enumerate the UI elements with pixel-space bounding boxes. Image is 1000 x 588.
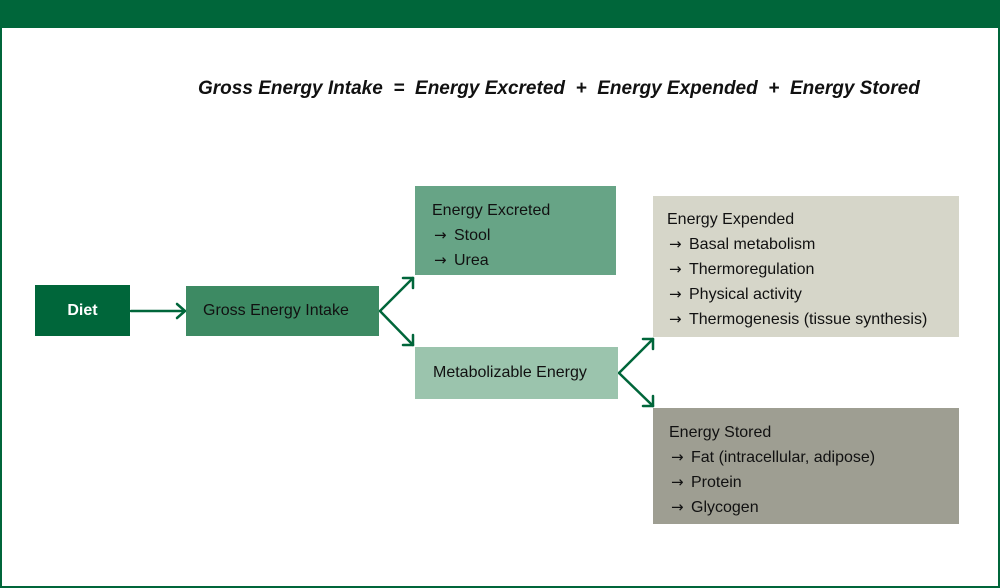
right-arrow-icon: →: [669, 260, 682, 278]
eq-plus: +: [768, 78, 780, 99]
metabolizable-energy-label: Metabolizable Energy: [433, 364, 587, 381]
item-label: Physical activity: [689, 286, 802, 303]
list-item: → Thermoregulation: [667, 257, 959, 282]
right-arrow-icon: →: [671, 473, 684, 491]
list-item: → Basal metabolism: [667, 232, 959, 257]
energy-equation: Gross Energy Intake = Energy Excreted + …: [198, 78, 920, 100]
list-item: → Urea: [432, 248, 616, 273]
right-arrow-icon: →: [671, 448, 684, 466]
list-item: → Thermogenesis (tissue synthesis): [667, 307, 959, 332]
diet-label: Diet: [67, 301, 98, 319]
right-arrow-icon: →: [671, 498, 684, 516]
eq-excreted: Energy Excreted: [415, 78, 565, 99]
right-arrow-icon: →: [669, 310, 682, 328]
eq-equals: =: [393, 78, 405, 99]
right-arrow-icon: →: [669, 235, 682, 253]
item-label: Fat (intracellular, adipose): [691, 449, 876, 466]
list-item: → Stool: [432, 223, 616, 248]
list-item: → Fat (intracellular, adipose): [669, 445, 959, 470]
energy-stored-box: Energy Stored → Fat (intracellular, adipo…: [653, 408, 959, 524]
list-item: → Protein: [669, 470, 959, 495]
arrow-gross-to-metabolizable: [378, 309, 415, 347]
energy-stored-title: Energy Stored: [669, 424, 772, 441]
energy-expended-box: Energy Expended → Basal metabolism → Therm…: [653, 196, 959, 337]
item-label: Stool: [454, 227, 491, 244]
right-arrow-icon: →: [434, 226, 447, 244]
item-label: Glycogen: [691, 499, 759, 516]
gross-energy-intake-label: Gross Energy Intake: [203, 302, 349, 319]
energy-expended-title: Energy Expended: [667, 211, 795, 228]
header-bar: [0, 0, 1000, 28]
item-label: Urea: [454, 252, 489, 269]
energy-excreted-title: Energy Excreted: [432, 202, 551, 219]
item-label: Basal metabolism: [689, 236, 816, 253]
diet-box: Diet: [35, 285, 130, 336]
arrow-diet-to-gross: [129, 302, 187, 320]
gross-energy-intake-box: Gross Energy Intake: [186, 286, 379, 336]
item-label: Thermoregulation: [689, 261, 815, 278]
metabolizable-energy-box: Metabolizable Energy: [415, 347, 618, 399]
arrow-metabolizable-to-stored: [617, 371, 655, 408]
energy-excreted-box: Energy Excreted → Stool → Urea: [415, 186, 616, 275]
arrow-metabolizable-to-expended: [617, 337, 655, 375]
right-arrow-icon: →: [669, 285, 682, 303]
item-label: Thermogenesis (tissue synthesis): [689, 311, 928, 328]
item-label: Protein: [691, 474, 742, 491]
eq-plus: +: [575, 78, 587, 99]
eq-stored: Energy Stored: [789, 78, 920, 99]
list-item: → Physical activity: [667, 282, 959, 307]
right-arrow-icon: →: [434, 251, 447, 269]
list-item: → Glycogen: [669, 495, 959, 520]
eq-expended: Energy Expended: [597, 78, 758, 99]
arrow-gross-to-excreted: [378, 276, 415, 313]
eq-gross: Gross Energy Intake: [198, 78, 383, 99]
